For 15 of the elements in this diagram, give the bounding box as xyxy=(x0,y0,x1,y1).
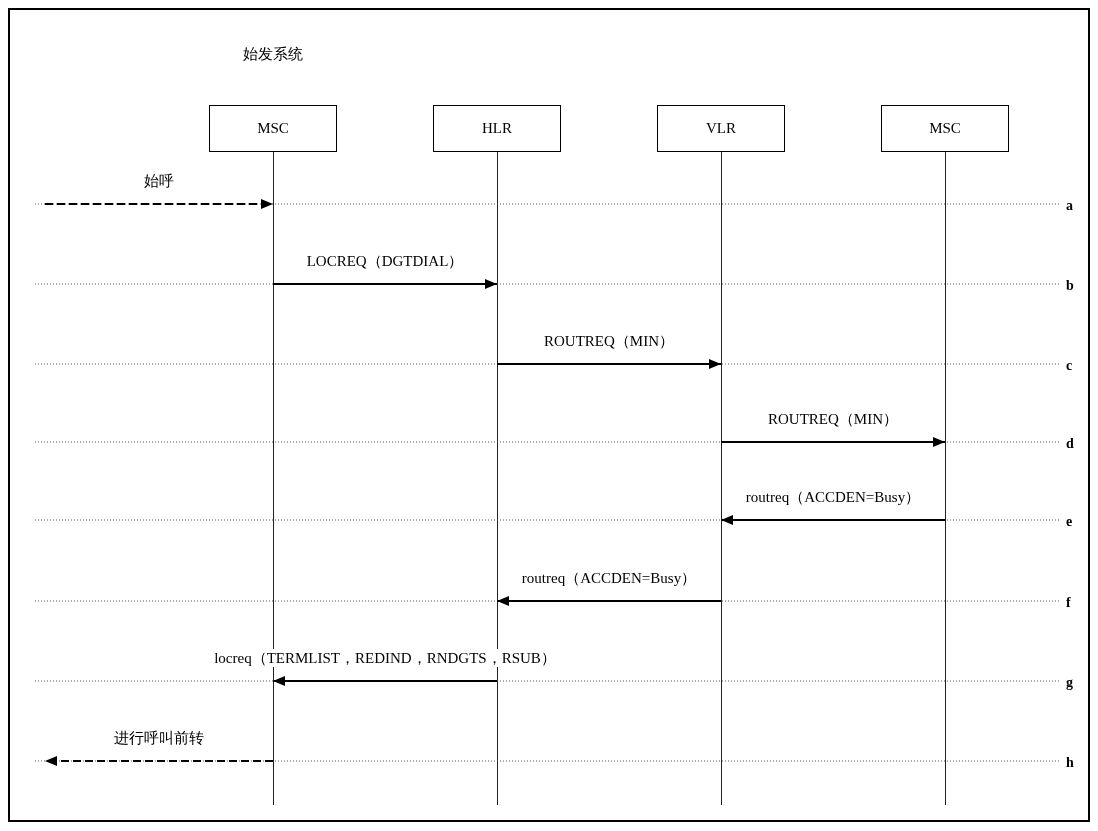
message-arrow xyxy=(273,279,497,289)
message-arrow xyxy=(497,596,721,606)
participant-box: MSC xyxy=(209,105,337,152)
message-arrow xyxy=(45,199,273,209)
edge-label: 始呼 xyxy=(142,172,176,190)
message-arrow xyxy=(497,359,721,369)
edge-label: 进行呼叫前转 xyxy=(112,729,206,747)
message-arrow xyxy=(721,437,945,447)
message-arrow xyxy=(45,756,273,766)
message-arrow xyxy=(721,515,945,525)
participant-box: VLR xyxy=(657,105,785,152)
participant-box: HLR xyxy=(433,105,561,152)
participant-caption: 始发系统 xyxy=(242,45,304,64)
message-arrow xyxy=(273,676,497,686)
participant-box: MSC xyxy=(881,105,1009,152)
